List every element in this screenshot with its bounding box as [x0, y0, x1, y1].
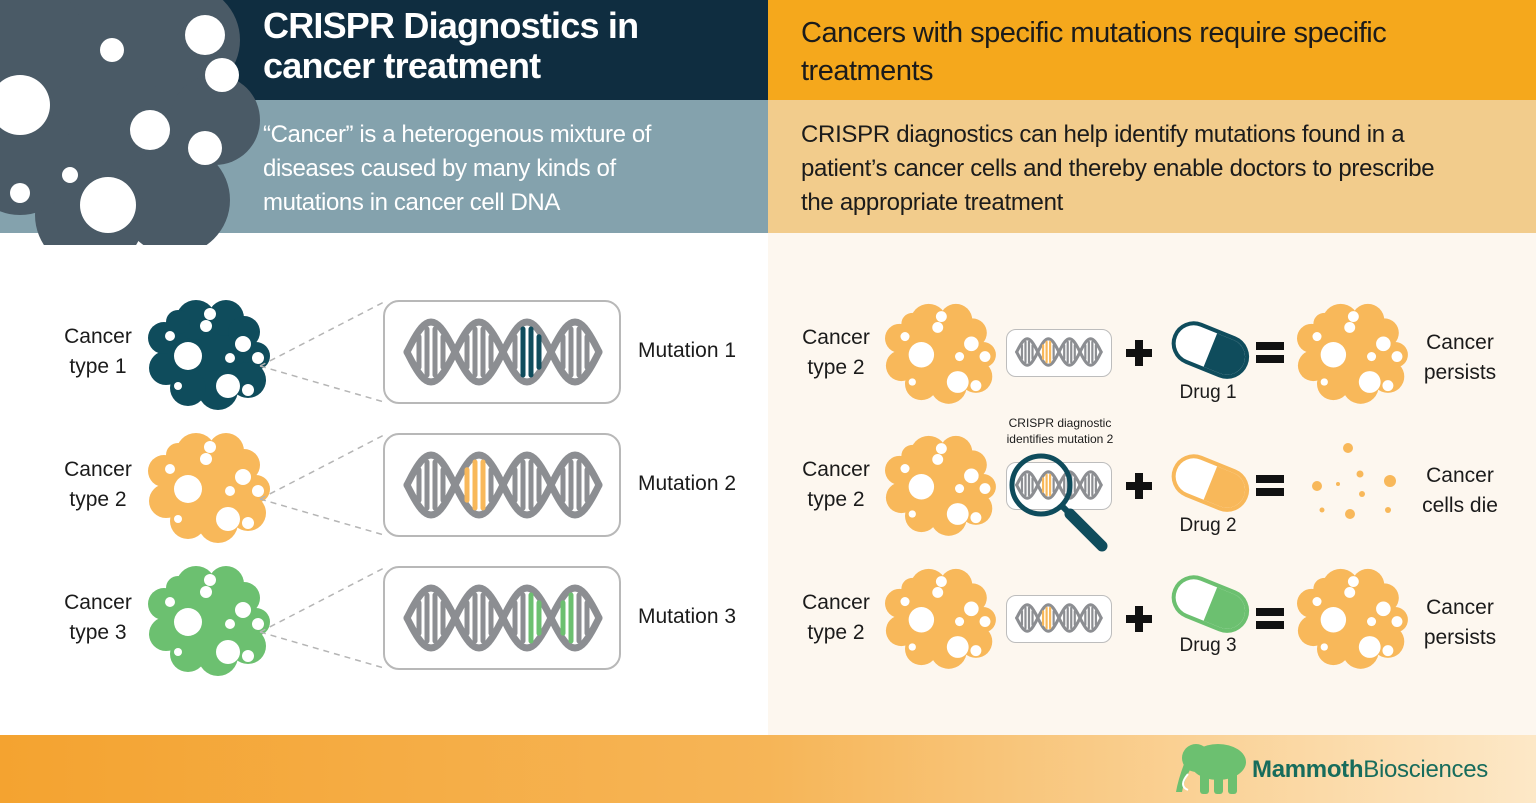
dna-box-small [1006, 329, 1112, 377]
footer-band [0, 735, 1536, 803]
right-intro-text: CRISPR diagnostics can help identify mut… [801, 121, 1435, 216]
magnifier-icon [1009, 453, 1108, 552]
zoom-connector-lines [259, 434, 385, 536]
plus-icon [1126, 606, 1152, 632]
dna-icon [1015, 470, 1103, 500]
cancer-cell-icon [148, 433, 270, 543]
zoom-connector-lines [259, 301, 385, 403]
cancer-cell-icon [148, 566, 270, 676]
cancer-cell-icon [1297, 568, 1408, 669]
mutation-label: Mutation 3 [638, 605, 737, 628]
dna-box [383, 300, 621, 404]
mutation-label: Mutation 2 [638, 472, 737, 495]
cancer-cell-icon [885, 303, 996, 404]
equals-icon [1256, 342, 1284, 363]
drug-label: Drug 2 [1179, 515, 1237, 536]
equals-icon [1256, 475, 1284, 496]
header-right-band [768, 0, 1536, 100]
brand-name: MammothBiosciences [1252, 756, 1488, 783]
capsule-icon [1171, 454, 1250, 512]
dna-box [383, 433, 621, 537]
subheader-right-band [768, 100, 1536, 233]
dna-box [383, 566, 621, 670]
dna-icon [1015, 337, 1103, 367]
plus-icon [1126, 340, 1152, 366]
right-heading: Cancers with specific mutations require … [801, 17, 1387, 87]
cancer-cell-icon [148, 300, 270, 410]
plus-icon [1126, 473, 1152, 499]
mutation-label: Mutation 1 [638, 339, 737, 362]
capsule-icon [1171, 575, 1250, 633]
dna-box-small [1006, 595, 1112, 643]
dna-icon [403, 584, 603, 652]
cancer-cell-icon [885, 568, 996, 669]
drug-label: Drug 1 [1179, 382, 1237, 403]
dna-icon [403, 451, 603, 519]
cancer-cell-icon [1297, 303, 1408, 404]
cancer-cell-icon [885, 435, 996, 536]
dead-cell-fragments-icon [1312, 443, 1396, 519]
capsule-icon [1171, 321, 1250, 379]
dna-icon [1015, 603, 1103, 633]
mammoth-logo-icon [1176, 744, 1246, 794]
zoom-connector-lines [259, 567, 385, 669]
dna-icon [403, 318, 603, 386]
decorative-cancer-cell-icon [0, 0, 260, 245]
drug-label: Drug 3 [1179, 635, 1237, 656]
equals-icon [1256, 608, 1284, 629]
